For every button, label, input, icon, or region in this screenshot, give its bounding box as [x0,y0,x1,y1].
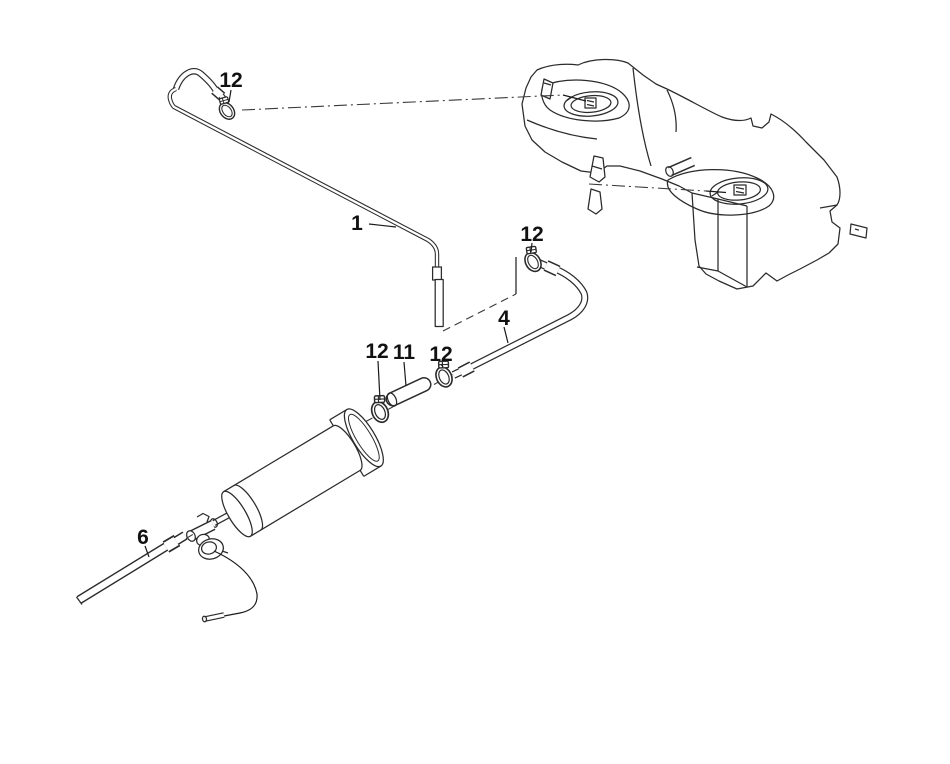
callout-12-right: 12 [429,343,452,366]
hose6-axis-dash [185,531,198,539]
tank-lower-pillar [691,192,748,288]
canister-bleed-line [201,550,258,623]
elbow-hose-4 [451,242,589,379]
tank-contour-left-hump-edge [632,67,652,167]
carbon-canister [221,408,384,538]
canister-fittings [185,512,229,560]
locating-line-pipe1-tail [562,94,587,102]
tank-vent-nozzle [665,156,695,177]
connector-hose-11 [385,377,432,407]
saddle-fuel-tank [521,58,868,290]
assembly-leader-diagonal [442,293,517,332]
pipe1-sleeve [431,266,443,281]
callout-12-top: 12 [219,69,242,92]
hose-clamp-12-hose4-top [517,242,548,276]
callout-6: 6 [137,526,149,549]
tank-contour-saddle [666,89,677,133]
callout-12-left: 12 [365,340,388,363]
locating-line-hose4-to-tank [588,183,707,192]
tank-contour-right-step [819,204,838,209]
tank-mounting-tabs [540,78,868,239]
pipe1-tube-end [434,278,444,328]
vent-hose-6 [75,531,198,605]
locating-line-pipe1-to-tank [241,94,564,111]
callouts: 12 1 12 4 12 11 12 6 [137,69,544,558]
callout-1: 1 [351,212,363,235]
locating-line-hose4-tail [705,190,727,194]
right-service-hatch [666,169,775,216]
vent-pipe-1 [167,68,444,328]
callout-12-hose4: 12 [520,223,543,246]
callout-4: 4 [498,307,510,330]
callout-11: 11 [393,341,416,364]
tank-contour-left-face [526,119,598,140]
